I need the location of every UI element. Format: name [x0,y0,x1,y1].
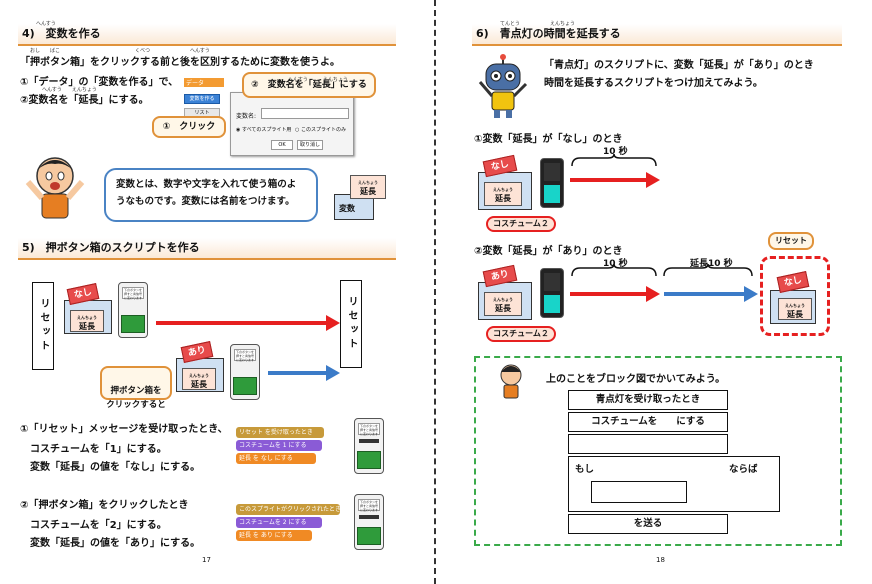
make-variable-button[interactable]: 変数を作る [184,94,220,104]
case2-costume2: コスチューム２ [486,326,556,342]
red-arrow-section5 [156,321,332,325]
section4-intro: 「押ボタン箱」をクリックする前と後を区別するために変数を使うよ。 [20,57,340,68]
item2-line2: コスチュームを「2」にする。 [30,520,167,531]
flow-row-2: コスチュームを にする [568,412,728,432]
section6-intro-line2: 時間を延長するスクリプトをつけ加えてみよう。 [544,78,763,89]
case1-heading: ①変数「延長」が「なし」のとき [474,134,623,145]
block-intro: 上のことをブロック図でかいてみよう。 [546,374,726,385]
case1-arrowhead-icon [646,172,660,188]
case2-paper: えんちょう 延長 [484,292,522,316]
blue-arrow-section5 [268,371,330,375]
script1-hat[interactable]: リセット を受け取ったとき [236,427,324,438]
case1-brace [571,154,657,167]
section4-step2: ②変数名を「延長」にする。 [20,95,149,106]
case2-brace-1 [571,264,657,277]
signal-notice: 下のボタンを押すと青信号に変わります [122,287,144,300]
flow-naraba-label: ならば [729,464,758,475]
callout-variable-name: ② 変数名を「延長」にする [242,72,376,98]
kid-character-icon [25,157,85,219]
script2-hat[interactable]: このスプライトがクリックされたとき [236,504,341,515]
paper-ari: えんちょう 延長 [182,368,216,390]
robot-icon [478,54,528,118]
case1-paper: えんちょう 延長 [484,182,522,206]
blue-arrowhead-icon [326,365,340,381]
case2-heading: ②変数「延長」が「あり」のとき [474,246,623,257]
dialog-label: 変数名: [236,113,257,120]
reset-left: リセット [32,282,54,370]
variable-box-label: 延長 [360,187,376,196]
bubble-line-2: うなものです。変数には名前をつけます。 [116,196,295,207]
red-arrowhead-icon [326,315,340,331]
case2-signal [540,268,564,318]
signal-script2: 下のボタンを押すと青信号に変わります [354,494,384,550]
data-palette: データ 変数を作る リスト [184,70,230,122]
section5-heading: 5) 押ボタン箱のスクリプトを作る [18,238,396,260]
flow-inner-box [591,481,687,503]
flow-if-block: もし ならば [568,456,780,512]
bubble-line-1: 変数とは、数字や文字を入れて使う箱のよ [116,179,297,190]
item1-line3: 変数「延長」の値を「なし」にする。 [30,462,201,473]
callout-press-button: 押ボタン箱を クリックすると [100,366,172,410]
flow-if-label: もし [575,464,595,475]
case2-brace-2 [663,264,753,277]
new-variable-dialog: 変数名: ◉ すべてのスプライト用 ○ このスプライトのみ OK 取り消し [230,92,354,156]
flow-empty-row [568,434,728,454]
callout-click: ① クリック [152,116,226,138]
dialog-cancel-button[interactable]: 取り消し [297,140,323,150]
section4-step1: ①「データ」の「変数を作る」で、 [20,77,179,88]
case1-ten-sec: 10 秒 [603,147,628,157]
radio-this-sprite[interactable]: ○ このスプライトのみ [295,127,346,133]
ruby-step2: へんすう えんちょう [42,87,97,93]
paper-nashi: えんちょう 延長 [70,310,104,332]
page-number-right: 18 [656,556,665,564]
case1-signal [540,158,564,208]
script1-set-var[interactable]: 延長 を なし にする [236,453,316,464]
case1-red-light [544,163,560,181]
case2-ext-ten-sec: 延長10 秒 [690,259,733,269]
case2-blue-arrowhead-icon [744,286,758,302]
case2-ten-sec: 10 秒 [603,259,628,269]
item1-line1: ①「リセット」メッセージを受け取ったとき、 [20,424,228,435]
ruby-callout-name: へんすう えんちょう [288,77,348,83]
case1-red-arrow [570,178,650,182]
section6-heading: 6) 青点灯の時間を延長する [472,24,842,46]
signal-left: 下のボタンを押すと青信号に変わります [118,282,148,338]
ruby-section6-title: てんとう えんちょう [500,21,576,27]
script2-set-var[interactable]: 延長 を あり にする [236,530,312,541]
kid-small-icon [500,364,522,399]
section6-intro-line1: 「青点灯」のスクリプトに、変数「延長」が「あり」のとき [544,60,814,71]
variable-explanation-bubble: 変数とは、数字や文字を入れて使う箱のよ うなものです。変数には名前をつけます。 [104,168,318,222]
reset-paper: えんちょう 延長 [778,298,812,320]
case2-blue-arrow [664,292,748,296]
signal-mid: 下のボタンを押すと青信号に変わります [230,344,260,400]
case2-red-arrowhead-icon [646,286,660,302]
item2-line1: ②「押ボタン箱」をクリックしたとき [20,500,189,511]
dialog-ok-button[interactable]: OK [271,140,293,150]
reset-target-dashed-box [760,256,830,336]
page-number-left: 17 [202,556,211,564]
signal-green-light [121,315,145,333]
page-divider [434,0,436,584]
reset-label: リセット [768,232,814,250]
case1-green-light [544,185,560,203]
ruby-intro: おし ばこ くべつ へんすう [30,48,210,54]
variable-name-input[interactable] [261,108,349,119]
item2-line3: 変数「延長」の値を「あり」にする。 [30,538,201,549]
reset-right: リセット [340,280,362,368]
flow-send-row: を送る [568,514,728,534]
variable-box-bottom-label: 変数 [339,204,355,213]
palette-data-category[interactable]: データ [184,78,224,87]
case2-red-arrow [570,292,650,296]
script2-costume[interactable]: コスチュームを 2 にする [236,517,322,528]
item1-line2: コスチュームを「1」にする。 [30,444,167,455]
radio-all-sprites[interactable]: ◉ すべてのスプライト用 [236,127,292,133]
script1-costume[interactable]: コスチュームを 1 にする [236,440,322,451]
flow-row-1: 青点灯を受け取ったとき [568,390,728,410]
section4-heading: 4) 変数を作る [18,24,396,46]
block-diagram-frame [474,356,842,546]
variable-box-paper: えんちょう 延長 [350,175,386,199]
case1-costume2: コスチューム２ [486,216,556,232]
signal-script1: 下のボタンを押すと青信号に変わります [354,418,384,474]
ruby-hensu: へんすう [36,21,56,27]
